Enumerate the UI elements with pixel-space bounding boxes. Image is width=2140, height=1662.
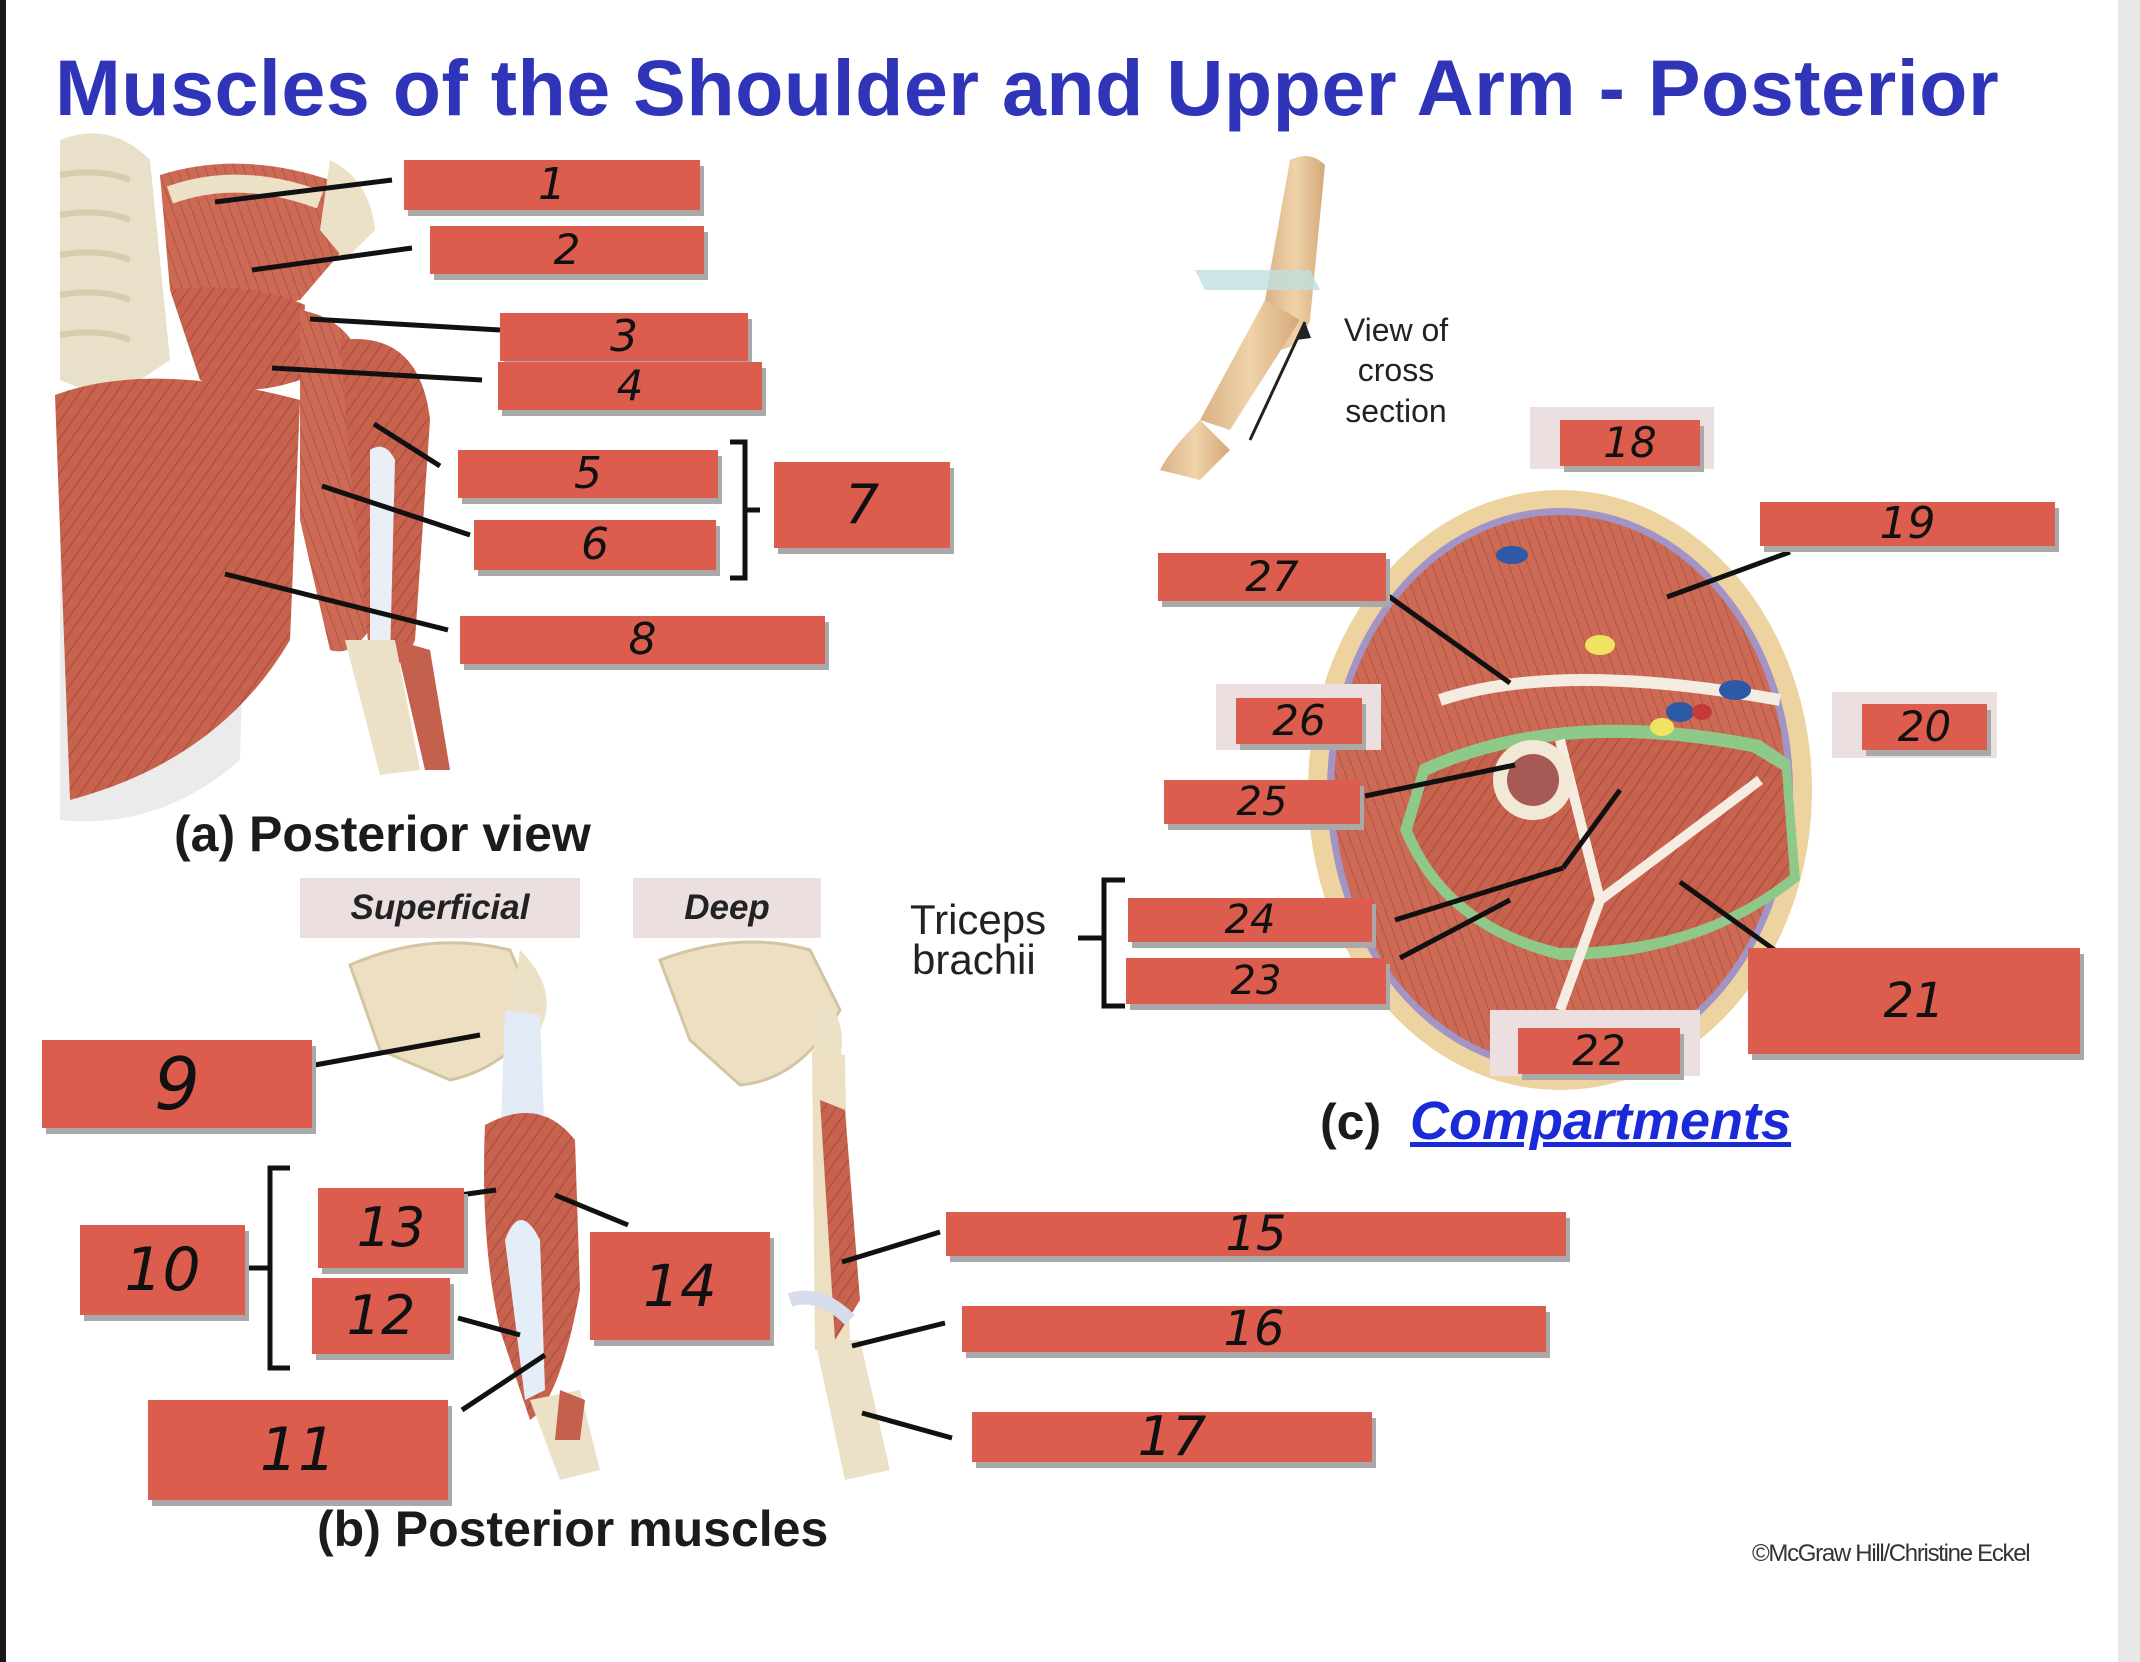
posterior-view-illustration — [55, 133, 450, 822]
label-box-23[interactable]: 23 — [1126, 958, 1386, 1004]
label-box-19[interactable]: 19 — [1760, 502, 2055, 546]
inset-text-line2: cross — [1357, 352, 1435, 388]
deep-chip: Deep — [633, 878, 821, 938]
label-box-10[interactable]: 10 — [80, 1225, 245, 1315]
label-box-2[interactable]: 2 — [430, 226, 704, 274]
caption-compartments-prefix: (c) — [1320, 1094, 1382, 1150]
left-frame-edge — [0, 0, 6, 1662]
page-title: Muscles of the Shoulder and Upper Arm - … — [55, 43, 2000, 132]
label-box-4[interactable]: 4 — [498, 362, 762, 410]
label-box-15[interactable]: 15 — [946, 1210, 1566, 1258]
label-box-25[interactable]: 25 — [1164, 780, 1360, 824]
label-box-18[interactable]: 18 — [1560, 420, 1700, 466]
label-box-12[interactable]: 12 — [312, 1278, 450, 1354]
superficial-chip: Superficial — [300, 878, 580, 938]
label-box-26[interactable]: 26 — [1236, 698, 1362, 744]
label-box-3[interactable]: 3 — [500, 313, 748, 361]
inset-text-line3: section — [1345, 393, 1447, 429]
leader-lines — [214, 177, 1791, 1441]
deep-arm-illustration — [658, 940, 890, 1480]
caption-posterior-view: (a) Posterior view — [174, 806, 591, 862]
label-box-8[interactable]: 8 — [460, 616, 825, 664]
inset-text-line1: View of — [1343, 312, 1449, 348]
label-box-7[interactable]: 7 — [774, 462, 950, 548]
label-box-20[interactable]: 20 — [1862, 704, 1987, 750]
triceps-text-line2: brachii — [912, 936, 1036, 983]
label-box-16[interactable]: 16 — [962, 1305, 1546, 1353]
label-box-11[interactable]: 11 — [148, 1400, 448, 1500]
brackets — [240, 439, 1125, 1371]
label-box-5[interactable]: 5 — [458, 450, 718, 498]
label-box-9[interactable]: 9 — [42, 1040, 312, 1128]
copyright-credit: ©McGraw Hill/Christine Eckel — [1752, 1540, 2031, 1567]
label-box-27[interactable]: 27 — [1158, 553, 1386, 601]
compartments-link[interactable]: Compartments — [1410, 1091, 1792, 1151]
label-box-22[interactable]: 22 — [1518, 1028, 1680, 1074]
superficial-arm-illustration — [348, 941, 600, 1480]
label-box-17[interactable]: 17 — [972, 1410, 1372, 1464]
caption-posterior-muscles: (b) Posterior muscles — [317, 1501, 829, 1557]
triceps-text-line1: Triceps — [910, 896, 1047, 943]
right-scrollbar-track — [2118, 0, 2140, 1662]
inset-arm-illustration — [1160, 156, 1325, 480]
label-box-1[interactable]: 1 — [404, 160, 700, 210]
label-box-13[interactable]: 13 — [318, 1188, 464, 1268]
label-box-21[interactable]: 21 — [1748, 948, 2080, 1054]
label-box-6[interactable]: 6 — [474, 520, 716, 570]
label-box-24[interactable]: 24 — [1128, 898, 1372, 942]
label-box-14[interactable]: 14 — [590, 1232, 770, 1340]
